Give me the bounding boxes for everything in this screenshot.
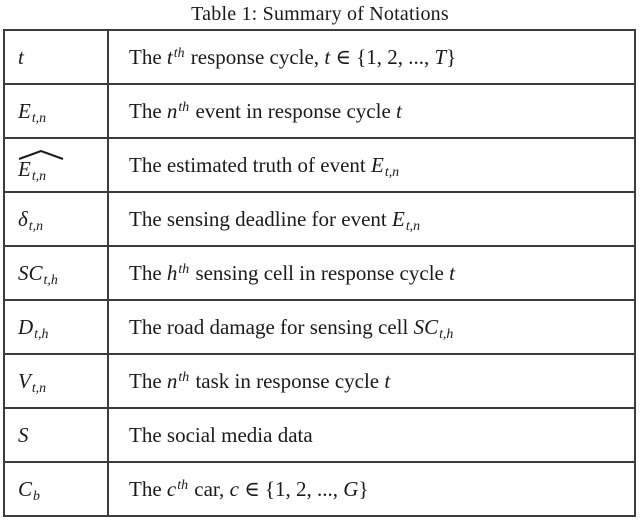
math-segment: t [384, 368, 391, 393]
math-segment: t [324, 44, 331, 69]
symbol-cell: t [3, 29, 109, 85]
math-segment: V [18, 368, 31, 393]
math-segment: th [178, 260, 190, 276]
math-segment: C [18, 476, 33, 501]
math-segment: t [166, 44, 173, 69]
symbol-cell: Et,n [3, 137, 109, 193]
symbol: SCt,h [18, 260, 59, 287]
math-segment: b [33, 487, 40, 503]
math-segment: t [396, 98, 402, 123]
math-segment: The social media data [129, 422, 313, 447]
description-cell: The cth car, c ∈ {1, 2, ..., G} [107, 461, 636, 517]
symbol: Dt,h [18, 314, 49, 341]
symbol: Cb [18, 476, 41, 503]
math-segment: c [229, 476, 239, 501]
math-segment: ∈ {1, 2, ..., [238, 476, 344, 501]
math-segment: The [129, 98, 167, 123]
math-segment: T [434, 44, 447, 69]
math-segment: t,n [31, 167, 47, 183]
description-cell: The nth event in response cycle t [107, 83, 636, 139]
math-segment: th [178, 98, 190, 114]
math-segment: n [166, 98, 178, 123]
math-segment: SC [18, 260, 43, 285]
math-segment: c [166, 476, 177, 501]
description-cell: The social media data [107, 407, 636, 463]
math-segment: The estimated truth of event [129, 152, 372, 177]
description-cell: The sensing deadline for event Et,n [107, 191, 636, 247]
math-segment: t,n [31, 379, 47, 395]
symbol-cell: Vt,n [3, 353, 109, 409]
table-row: SCt,h The hth sensing cell in response cy… [3, 245, 636, 301]
math-segment: E [371, 152, 384, 177]
symbol-cell: δt,n [3, 191, 109, 247]
symbol-cell: SCt,h [3, 245, 109, 301]
table-row: Et,n The nth event in response cycle t [3, 83, 636, 139]
description-cell: The tth response cycle, t ∈ {1, 2, ..., … [107, 29, 636, 85]
description-cell: The hth sensing cell in response cycle t [107, 245, 636, 301]
math-segment: t,h [43, 271, 58, 287]
description-cell: The road damage for sensing cell SCt,h [107, 299, 636, 355]
math-segment: E [392, 206, 405, 231]
math-segment: th [178, 368, 190, 384]
symbol: Et,n [18, 98, 47, 125]
math-segment: } [446, 44, 457, 69]
math-segment: D [18, 314, 34, 339]
math-segment: G [343, 476, 359, 501]
math-segment: t,n [384, 163, 400, 179]
math-segment: t,h [439, 325, 454, 341]
math-segment: δ [18, 206, 28, 231]
table-caption: Table 1: Summary of Notations [191, 3, 449, 25]
math-segment: n [166, 368, 178, 393]
math-segment: SC [413, 314, 439, 339]
math-segment: E [18, 156, 31, 181]
symbol: Vt,n [18, 368, 47, 395]
symbol-cell: Et,n [3, 83, 109, 139]
math-segment: } [358, 476, 369, 501]
table-row: Vt,n The nth task in response cycle t [3, 353, 636, 409]
math-segment: The [129, 368, 167, 393]
math-segment: S [18, 422, 29, 447]
math-segment: response cycle, [185, 44, 325, 69]
math-segment: t,h [34, 325, 49, 341]
math-segment: task in response cycle [190, 368, 385, 393]
math-segment: ∈ {1, 2, ..., [330, 44, 435, 69]
table-row: S The social media data [3, 407, 636, 463]
math-segment: The sensing deadline for event [129, 206, 392, 231]
math-segment: t,n [405, 217, 421, 233]
math-segment: sensing cell in response cycle [190, 260, 450, 285]
symbol: S [18, 423, 29, 448]
symbol-cell: S [3, 407, 109, 463]
symbol-with-widehat: Et,n [18, 149, 64, 183]
math-segment: The [129, 476, 167, 501]
widehat-icon [18, 149, 64, 160]
math-segment: t [449, 260, 455, 285]
description-cell: The nth task in response cycle t [107, 353, 636, 409]
description-cell: The estimated truth of event Et,n [107, 137, 636, 193]
math-segment: E [18, 98, 31, 123]
math-segment: h [166, 260, 178, 285]
math-segment: t [18, 44, 24, 69]
math-segment: The [129, 44, 167, 69]
symbol: t [18, 45, 24, 70]
math-segment: event in response cycle [190, 98, 397, 123]
math-segment: The [129, 260, 167, 285]
math-segment: car, [189, 476, 230, 501]
math-segment: t,n [28, 217, 44, 233]
symbol: δt,n [18, 206, 44, 233]
math-segment: t,n [31, 109, 47, 125]
symbol-cell: Cb [3, 461, 109, 517]
math-segment: th [173, 44, 185, 60]
math-segment: The road damage for sensing cell [129, 314, 414, 339]
symbol-cell: Dt,h [3, 299, 109, 355]
math-segment: th [177, 476, 189, 492]
